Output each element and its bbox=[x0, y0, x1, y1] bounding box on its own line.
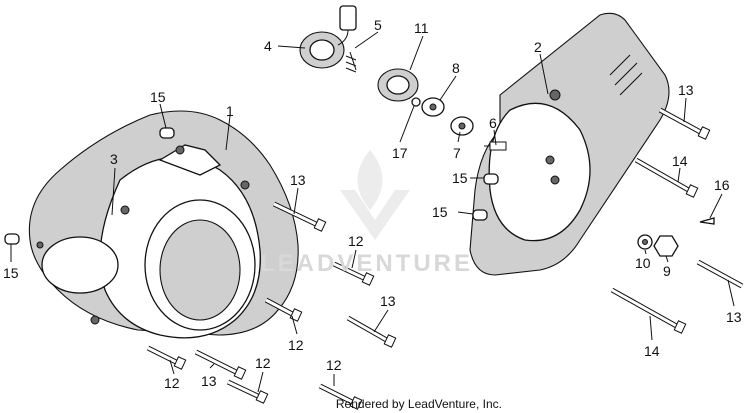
callout-10: 10 bbox=[635, 255, 651, 271]
bolt-12-c bbox=[146, 345, 187, 370]
callout-3: 3 bbox=[110, 151, 118, 167]
dowel-pin-right-b bbox=[472, 209, 488, 221]
bolt-13-c bbox=[194, 349, 247, 380]
callout-15-a: 15 bbox=[150, 89, 166, 105]
callout-11: 11 bbox=[414, 20, 429, 36]
oil-seal bbox=[377, 68, 419, 102]
callout-12-e: 12 bbox=[326, 357, 342, 373]
callout-13-b: 13 bbox=[380, 293, 396, 309]
neutral-switch bbox=[299, 5, 357, 73]
credit-text: Rendered by LeadVenture, Inc. bbox=[335, 397, 502, 411]
callout-8: 8 bbox=[452, 60, 460, 76]
bolt-12-a bbox=[332, 261, 375, 286]
watermark-text: LEADVENTURE bbox=[260, 250, 474, 277]
bolt-13-a bbox=[272, 201, 327, 232]
callout-12-c: 12 bbox=[164, 375, 180, 391]
callout-12-a: 12 bbox=[348, 233, 364, 249]
bolt-12-b bbox=[264, 297, 303, 322]
callout-6: 6 bbox=[489, 115, 497, 131]
callout-13-d: 13 bbox=[678, 82, 694, 98]
bolt-12-d bbox=[226, 379, 269, 404]
dowel-pin-upper bbox=[159, 127, 175, 139]
watermark-logo bbox=[340, 150, 410, 240]
bolt-13-d bbox=[658, 107, 711, 140]
bolt-12-e bbox=[318, 383, 363, 410]
left-crankcase-cover bbox=[28, 110, 299, 339]
callout-12-d: 12 bbox=[255, 355, 271, 371]
steel-ball bbox=[411, 97, 421, 107]
bolt-13-e bbox=[696, 259, 744, 289]
clip bbox=[699, 217, 715, 225]
bolt-13-b bbox=[346, 315, 397, 348]
shift-drum-pin bbox=[421, 97, 445, 117]
callout-4: 4 bbox=[264, 38, 272, 54]
leader-lines bbox=[10, 31, 735, 393]
right-sprocket-cover bbox=[469, 12, 670, 276]
shift-drum-cam bbox=[450, 116, 474, 136]
callout-numbers: 1 2 3 4 5 6 7 8 9 10 11 12 12 12 12 12 1… bbox=[3, 17, 742, 391]
dowel-pin-right-a bbox=[483, 173, 499, 185]
cap-nut bbox=[653, 235, 679, 257]
callout-17: 17 bbox=[392, 145, 408, 161]
callout-7: 7 bbox=[453, 145, 461, 161]
callout-13-e: 13 bbox=[726, 309, 742, 325]
bolt-14-a bbox=[634, 157, 699, 198]
callout-14-a: 14 bbox=[672, 153, 688, 169]
callout-14-b: 14 bbox=[644, 343, 660, 359]
callout-15-b: 15 bbox=[3, 265, 19, 281]
callout-13-c: 13 bbox=[201, 373, 217, 389]
stud-bolt bbox=[484, 141, 507, 151]
callout-5: 5 bbox=[374, 17, 382, 33]
dowel-pin-left bbox=[4, 233, 20, 245]
callout-13-a: 13 bbox=[290, 172, 306, 188]
callout-15-d: 15 bbox=[432, 204, 448, 220]
callout-2: 2 bbox=[534, 39, 542, 55]
callout-16: 16 bbox=[714, 177, 730, 193]
callout-15-c: 15 bbox=[452, 170, 468, 186]
callout-12-b: 12 bbox=[288, 337, 304, 353]
callout-1: 1 bbox=[226, 103, 234, 119]
bolt-14-b bbox=[610, 287, 687, 334]
callout-9: 9 bbox=[663, 263, 671, 279]
